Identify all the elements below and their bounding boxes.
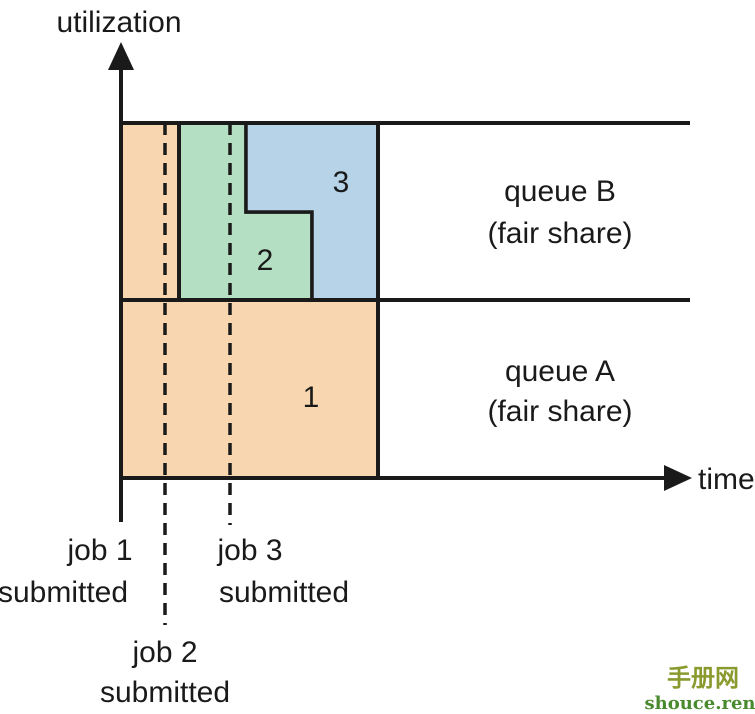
x-axis-label: time <box>698 463 755 496</box>
queue-b-label: queue B <box>504 175 616 208</box>
job-3-region-label: 3 <box>333 166 350 199</box>
job-2-region-label: 2 <box>257 244 274 277</box>
job-2-submitted-label-line2: submitted <box>100 676 230 709</box>
queue-a-label: queue A <box>505 355 615 388</box>
x-axis-arrow-icon <box>664 465 692 491</box>
job-1-region-label: 1 <box>303 381 320 414</box>
queue-b-share-label: (fair share) <box>487 217 632 250</box>
watermark-chinese: 手册网 <box>667 663 739 692</box>
watermark-url: shouce.ren <box>644 693 755 714</box>
job-3-submitted-label-line1: job 3 <box>216 534 282 567</box>
job-3-submitted-label-line2: submitted <box>219 576 349 609</box>
y-axis-arrow-icon <box>108 42 134 70</box>
job-1-submitted-label-line1: job 1 <box>66 534 132 567</box>
y-axis-label: utilization <box>56 6 181 39</box>
job-2-submitted-label-line1: job 2 <box>131 636 197 669</box>
queue-a-share-label: (fair share) <box>487 395 632 428</box>
job-1-submitted-label-line2: submitted <box>0 576 128 609</box>
